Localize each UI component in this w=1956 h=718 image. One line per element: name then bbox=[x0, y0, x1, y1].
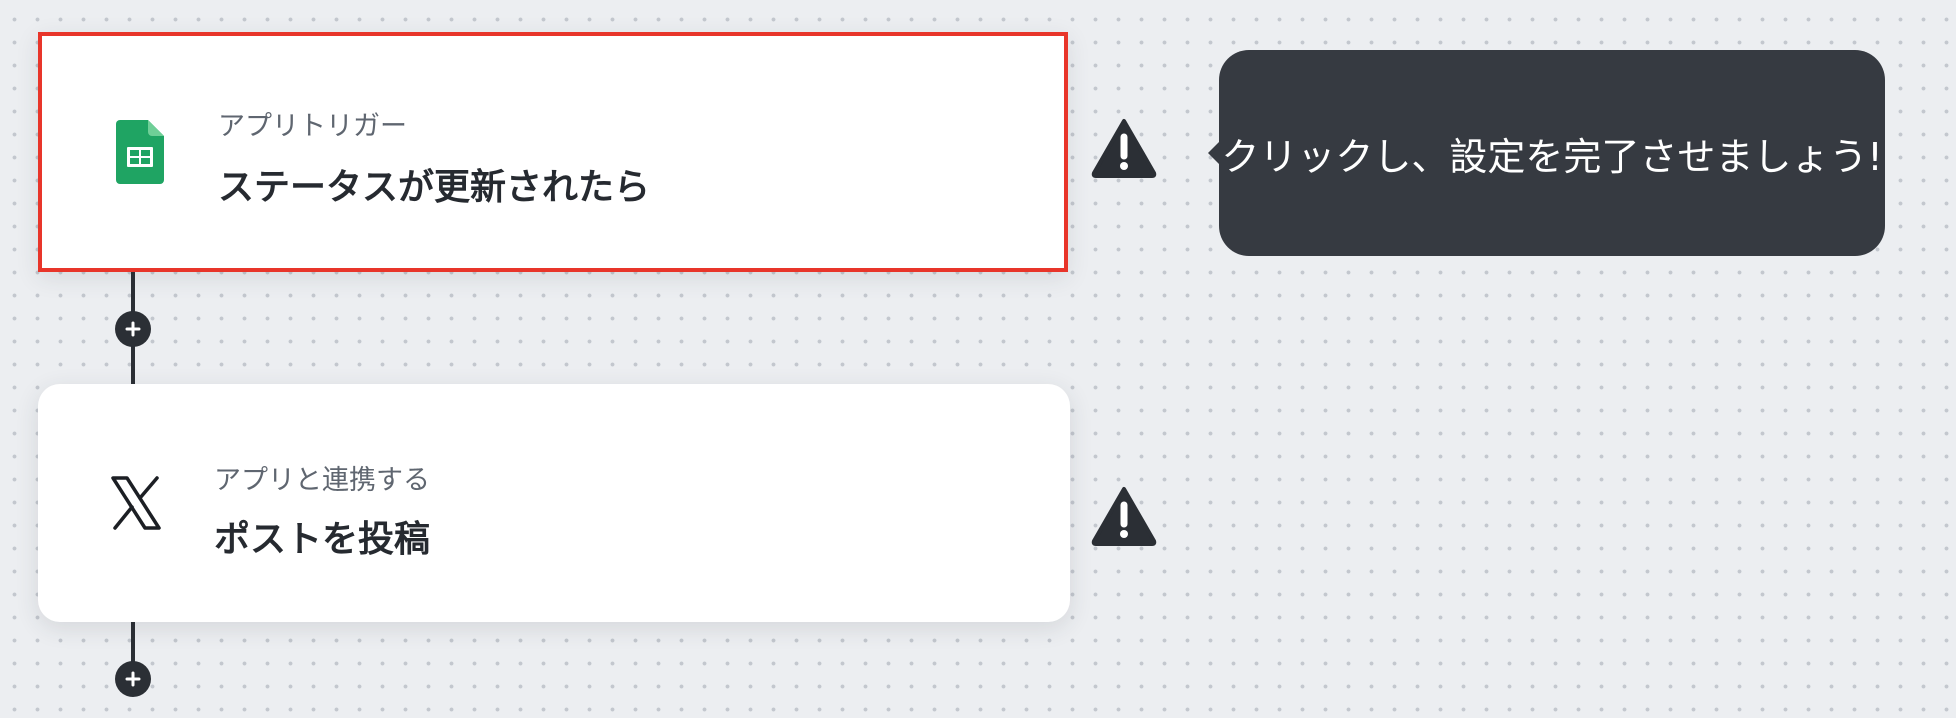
tooltip-text: クリックし、設定を完了させましょう! bbox=[1221, 134, 1883, 179]
trigger-step-subtitle: アプリトリガー bbox=[218, 111, 407, 142]
plus-icon bbox=[125, 321, 141, 337]
google-sheets-icon bbox=[108, 36, 172, 268]
trigger-step-card[interactable]: アプリトリガー ステータスが更新されたら bbox=[38, 32, 1068, 272]
action-step-subtitle: アプリと連携する bbox=[214, 465, 430, 496]
plus-icon bbox=[125, 671, 141, 687]
tooltip-arrow bbox=[1208, 141, 1220, 165]
add-step-button[interactable] bbox=[115, 661, 151, 697]
warning-icon[interactable] bbox=[1091, 486, 1157, 546]
action-step-title: ポストを投稿 bbox=[214, 519, 431, 560]
warning-icon[interactable] bbox=[1091, 118, 1157, 178]
add-step-button[interactable] bbox=[115, 311, 151, 347]
setup-hint-tooltip: クリックし、設定を完了させましょう! bbox=[1208, 50, 1885, 256]
trigger-step-title: ステータスが更新されたら bbox=[218, 167, 651, 208]
x-logo-icon bbox=[104, 384, 168, 622]
connector-line bbox=[131, 622, 135, 680]
action-step-card[interactable]: アプリと連携する ポストを投稿 bbox=[38, 384, 1070, 622]
